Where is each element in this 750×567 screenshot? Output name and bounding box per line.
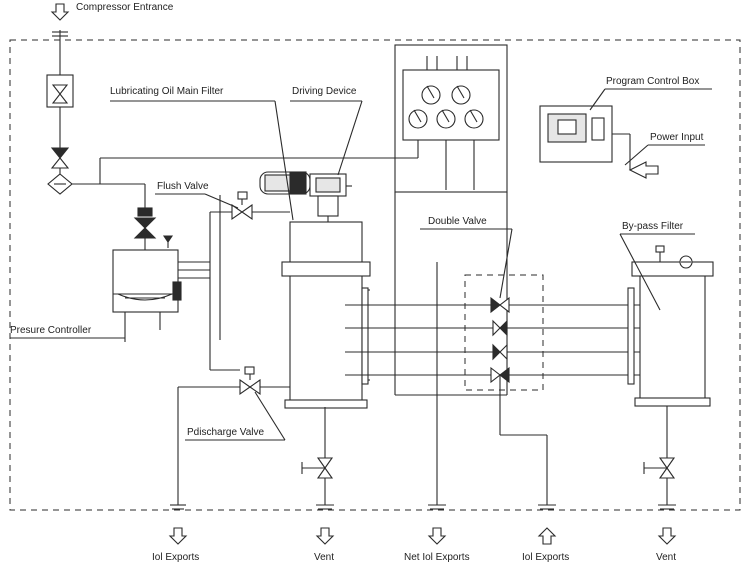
iol-exports-left-label: Iol Exports	[152, 552, 200, 563]
inlet-arrow-icon	[537, 527, 557, 545]
strainer-icon	[47, 157, 395, 208]
flush-valve-label: Flush Valve	[157, 181, 209, 192]
driving-device-label: Driving Device	[292, 86, 357, 97]
by-pass-filter-label: By-pass Filter	[622, 221, 684, 232]
program-control-box-label: Program Control Box	[606, 76, 700, 87]
check-valve-icon	[50, 147, 70, 174]
lubricating-oil-main-filter	[281, 221, 371, 409]
pdischarge-valve-label: Pdischarge Valve	[187, 427, 265, 438]
power-input-label: Power Input	[650, 132, 704, 143]
driving-device-motor	[259, 171, 352, 222]
net-iol-exports-label: Net Iol Exports	[404, 552, 470, 563]
leader-lines	[10, 88, 712, 441]
outlet-arrow-icon	[657, 527, 677, 545]
presure-controller-label: Presure Controller	[10, 325, 92, 336]
lubricating-oil-main-filter-label: Lubricating Oil Main Filter	[110, 86, 224, 97]
iol-exports-right-label: Iol Exports	[522, 552, 570, 563]
vent-valve-left-icon	[301, 407, 334, 510]
presure-controller-tank	[112, 249, 210, 342]
vent-right-label: Vent	[656, 552, 677, 563]
by-pass-filter	[627, 245, 714, 407]
crossover-pipes	[345, 192, 640, 510]
gauge-panel	[394, 44, 508, 193]
pdischarge-valve-icon	[170, 366, 290, 510]
outlet-arrow-icon	[168, 527, 188, 545]
flush-valve-icon	[209, 191, 290, 371]
program-control-box	[539, 105, 631, 170]
compressor-entrance-arrow-icon	[50, 3, 70, 21]
outlet-arrow-icon	[427, 527, 447, 545]
double-valve-label: Double Valve	[428, 216, 487, 227]
inlet-actuator-icon	[133, 207, 174, 250]
double-valve-group	[464, 274, 544, 391]
system-boundary	[9, 39, 741, 511]
vent-left-label: Vent	[314, 552, 335, 563]
outlet-arrow-icon	[315, 527, 335, 545]
vent-valve-right-icon	[643, 406, 676, 510]
power-input-arrow-icon	[628, 161, 659, 179]
compressor-entrance-label: Compressor Entrance	[76, 2, 174, 13]
inlet-line	[46, 30, 74, 148]
